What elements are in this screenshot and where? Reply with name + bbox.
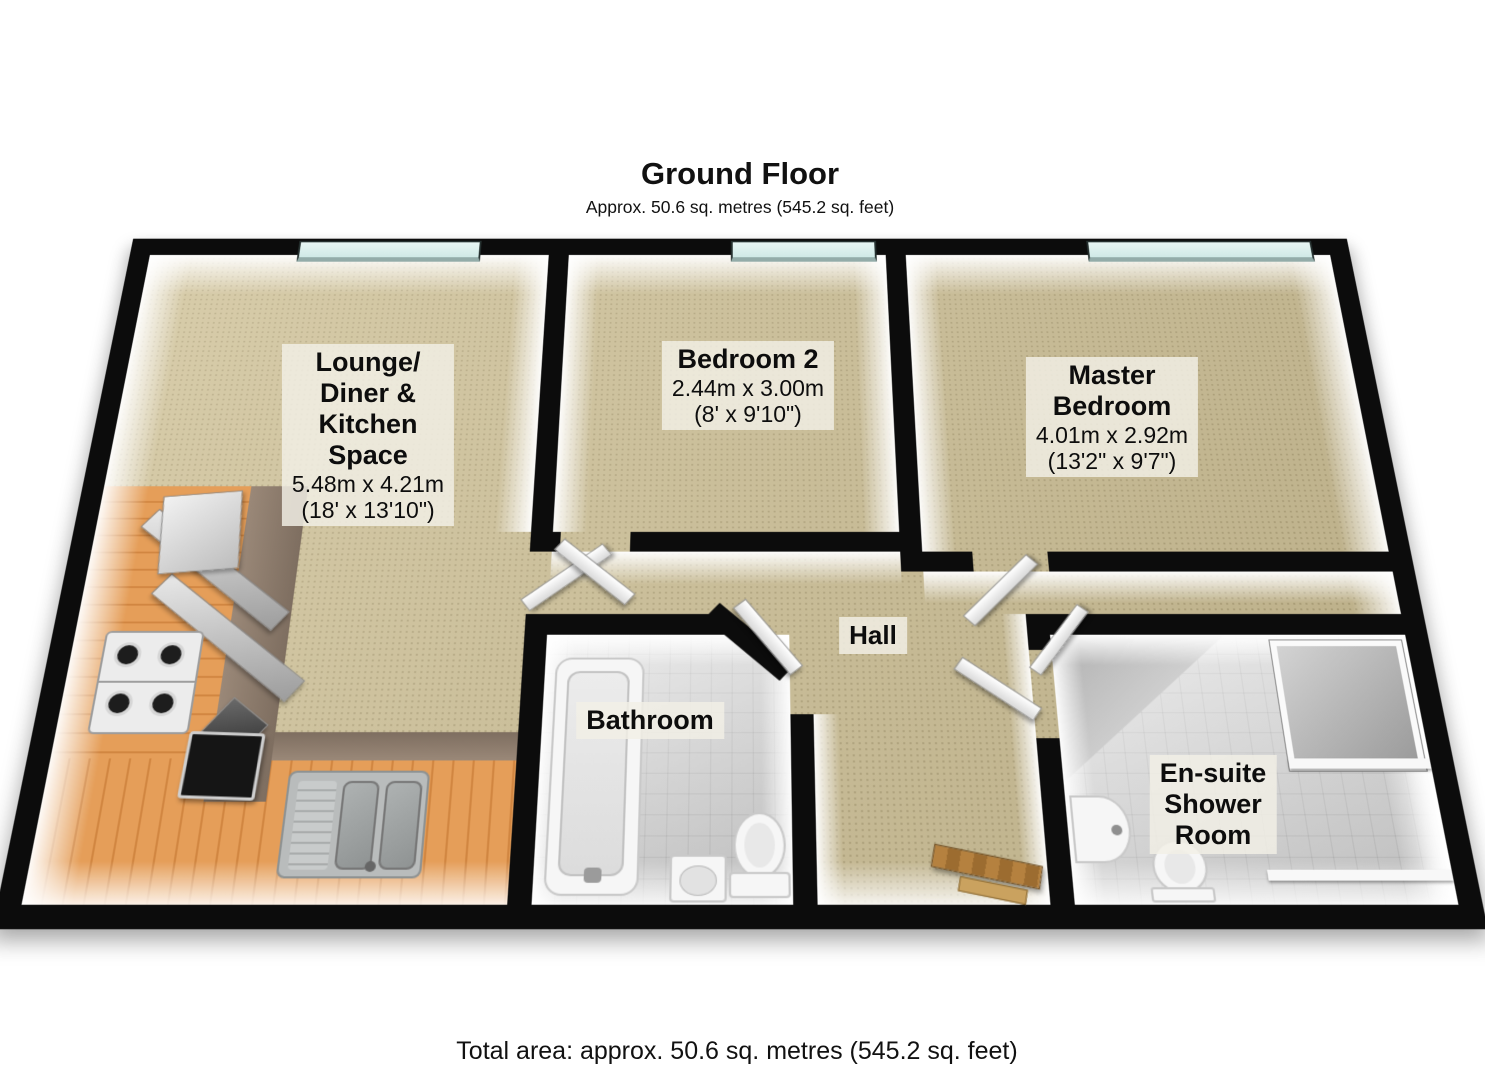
- room-dimensions-imperial: (18' x 13'10"): [301, 497, 435, 523]
- door: [1028, 603, 1089, 676]
- door: [962, 554, 1039, 627]
- room-name-line: Hall: [849, 620, 897, 650]
- room-name-line: Bedroom 2: [677, 344, 819, 374]
- room-label-ensuite: En-suite Shower Room: [1149, 755, 1277, 854]
- page-title: Ground Floor: [640, 156, 840, 191]
- room-name-line: Bedroom: [1052, 391, 1172, 421]
- door: [732, 598, 804, 676]
- room-name-line: Room: [1174, 820, 1252, 850]
- room-label-master-bedroom: Master Bedroom 4.01m x 2.92m (13'2" x 9'…: [1025, 357, 1199, 477]
- room-dimensions-metric: 2.44m x 3.00m: [671, 375, 825, 401]
- room-dimensions-imperial: (8' x 9'10"): [694, 401, 802, 427]
- room-name-line: Master: [1068, 360, 1156, 390]
- total-area-text: Total area: approx. 50.6 sq. metres (545…: [456, 1037, 1018, 1065]
- room-dimensions-metric: 4.01m x 2.92m: [1035, 422, 1189, 448]
- room-name-line: En-suite: [1159, 758, 1267, 788]
- room-name-line: Diner &: [319, 378, 417, 408]
- room-name-line: Lounge/: [315, 347, 421, 377]
- room-label-lounge: Lounge/ Diner & Kitchen Space 5.48m x 4.…: [281, 344, 455, 526]
- room-label-bedroom2: Bedroom 2 2.44m x 3.00m (8' x 9'10"): [661, 341, 835, 430]
- room-name-line: Kitchen: [318, 409, 418, 439]
- room-label-hall: Hall: [839, 617, 907, 654]
- room-name-line: Space: [328, 440, 408, 470]
- room-dimensions-metric: 5.48m x 4.21m: [291, 471, 445, 497]
- room-name-line: Bathroom: [586, 705, 714, 735]
- room-name-line: Shower: [1164, 789, 1262, 819]
- room-dimensions-imperial: (13'2" x 9'7"): [1047, 448, 1177, 474]
- room-label-bathroom: Bathroom: [576, 702, 724, 739]
- page-subtitle: Approx. 50.6 sq. metres (545.2 sq. feet): [585, 197, 895, 217]
